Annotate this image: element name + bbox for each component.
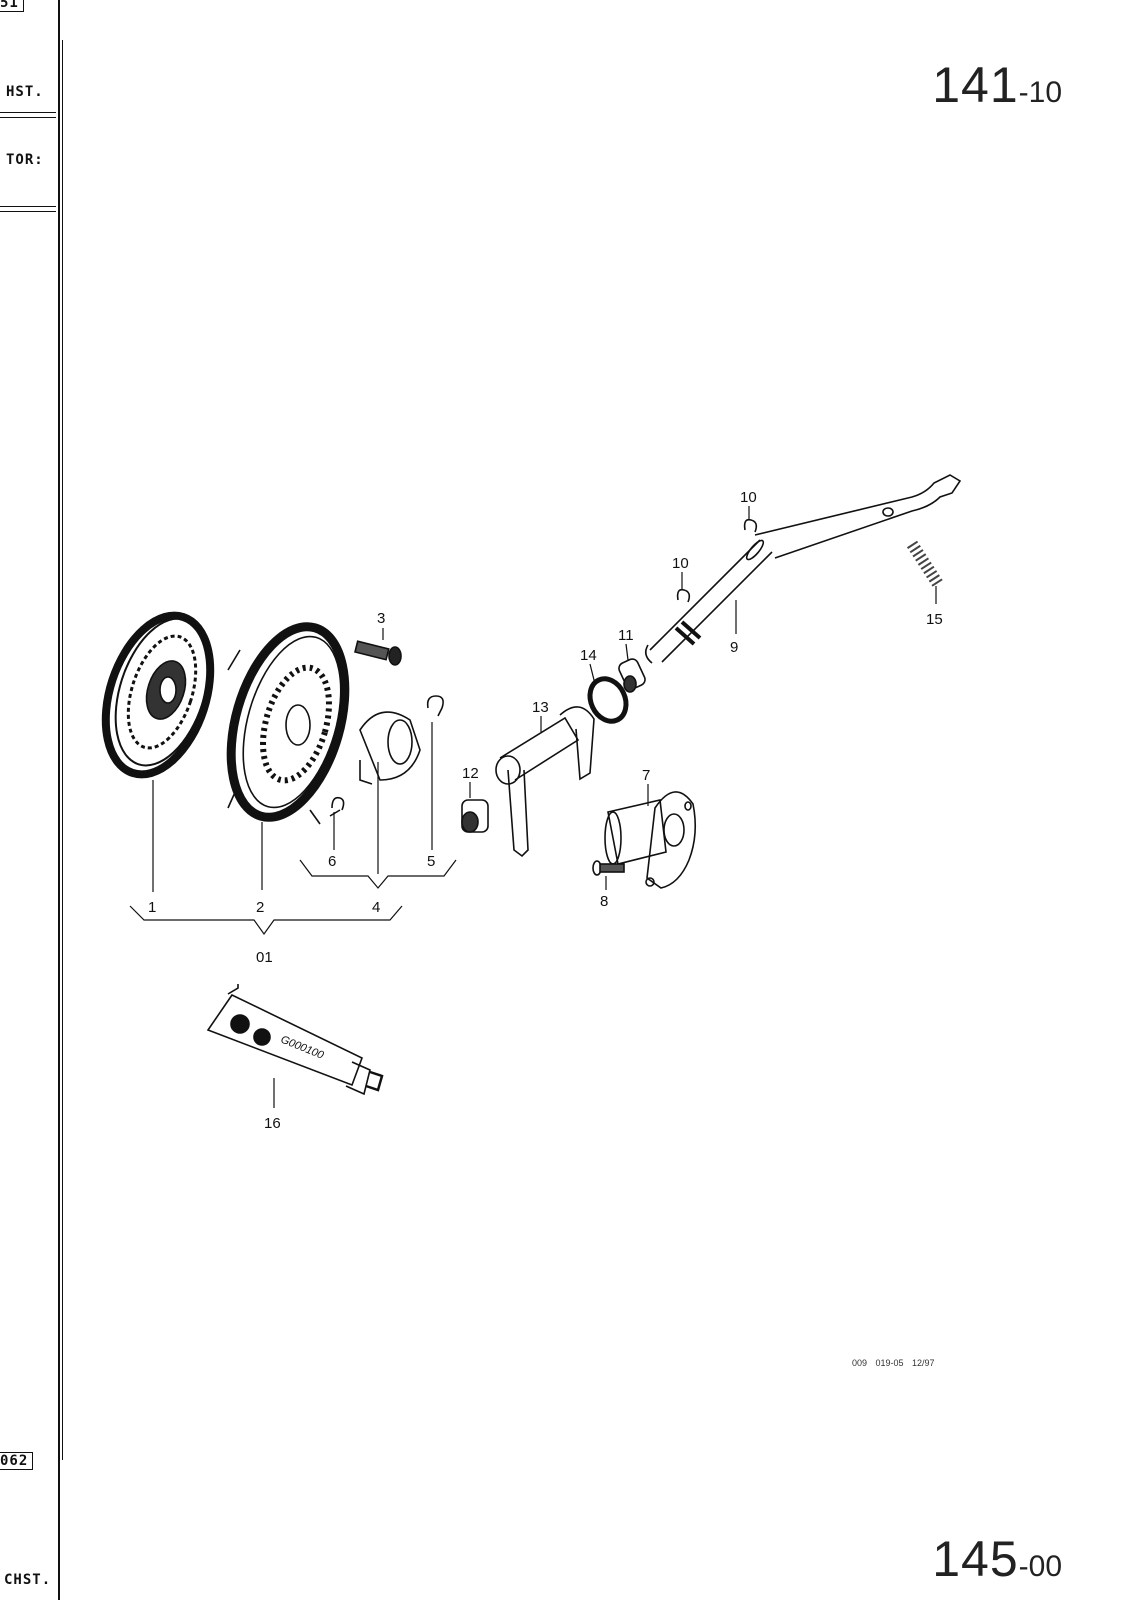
left-margin-strip: 51 HST. TOR: 062 CHST.	[0, 0, 66, 1600]
grease-tube-drawing	[206, 984, 384, 1096]
page-number-top: 141-10	[932, 56, 1062, 114]
seal-ring-drawing	[587, 676, 629, 724]
callout-6: 6	[328, 853, 336, 870]
page-number-minor: -00	[1018, 1550, 1062, 1583]
drawing-reference-code: 009 019-05 12/97	[852, 1358, 935, 1368]
callout-5: 5	[427, 853, 435, 870]
margin-label-chst: CHST.	[4, 1572, 52, 1588]
retaining-clip-drawing	[329, 796, 345, 817]
clutch-disc-drawing	[101, 611, 215, 779]
margin-double-rule	[0, 206, 56, 212]
circlip-drawing	[676, 588, 691, 603]
margin-rule-thin	[62, 40, 63, 1460]
page-number-major: 145	[932, 1531, 1019, 1587]
bushing-drawing	[461, 799, 489, 833]
callout-10-upper: 10	[740, 489, 757, 506]
callout-11: 11	[618, 627, 634, 644]
margin-label-hst: HST.	[6, 84, 44, 100]
callout-16: 16	[264, 1115, 281, 1132]
callout-1: 1	[148, 899, 156, 916]
page-number-minor: -10	[1018, 76, 1062, 109]
clutch-lever-drawing	[644, 474, 962, 664]
margin-label-tor: TOR:	[6, 152, 44, 168]
margin-rule	[58, 0, 60, 1600]
callout-8: 8	[600, 893, 608, 910]
page-number-major: 141	[932, 57, 1019, 113]
callout-9: 9	[730, 639, 738, 656]
callout-01: 01	[256, 949, 273, 966]
release-bearing-drawing	[359, 711, 421, 785]
bracket-assembly-01	[129, 905, 403, 936]
callout-12: 12	[462, 765, 479, 782]
screw-drawing	[592, 860, 625, 876]
callout-3: 3	[377, 610, 385, 627]
return-spring-drawing	[906, 540, 944, 588]
bolt-drawing	[354, 640, 402, 666]
spring-clip-drawing	[426, 695, 444, 717]
margin-box-top: 51	[0, 0, 24, 12]
callout-10-lower: 10	[672, 555, 689, 572]
callout-13: 13	[532, 699, 549, 716]
release-shaft-drawing	[495, 706, 595, 858]
margin-box-bottom: 062	[0, 1452, 34, 1470]
circlip-drawing	[743, 518, 758, 533]
callout-4: 4	[372, 899, 380, 916]
shaft-bush-drawing	[618, 658, 646, 693]
callout-7: 7	[642, 767, 650, 784]
margin-double-rule	[0, 112, 56, 118]
page-number-bottom: 145-00	[932, 1530, 1062, 1588]
bracket-assembly-4	[299, 859, 457, 889]
leader-line	[625, 643, 629, 661]
callout-15: 15	[926, 611, 943, 628]
pressure-plate-drawing	[226, 622, 350, 825]
callout-2: 2	[256, 899, 264, 916]
guide-sleeve-drawing	[604, 791, 697, 889]
leader-line	[589, 663, 596, 685]
callout-14: 14	[580, 647, 597, 664]
